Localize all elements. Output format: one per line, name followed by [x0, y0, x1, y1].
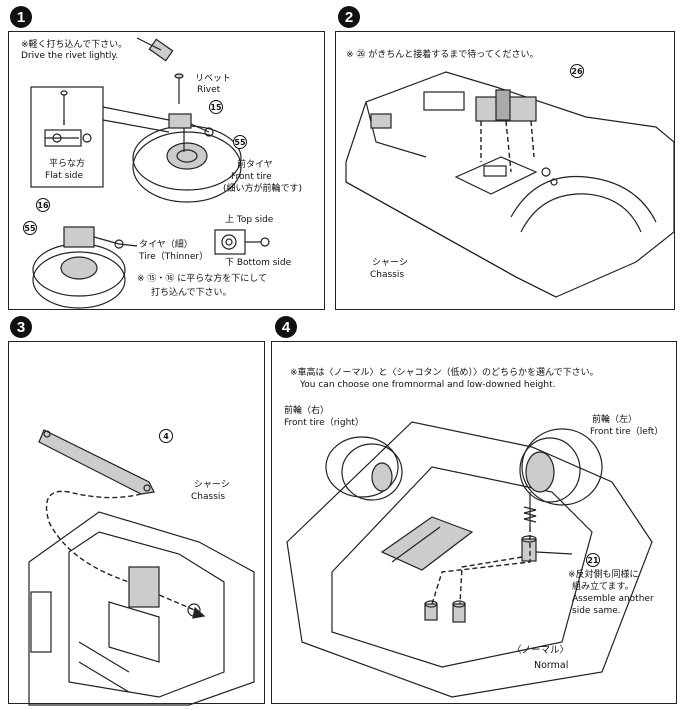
step-3-chassis-label-jp: シャーシ [194, 480, 230, 490]
step-4-note-en: You can choose one fromnormal and low-do… [300, 380, 556, 390]
flat-side-label-en: Flat side [45, 171, 84, 181]
assemble-note-en-2: side same. [572, 606, 621, 616]
step-4-panel: ※車高は〈ノーマル〉と〈シャコタン（低め）〉のどちらかを選んで下さい。 You … [271, 341, 677, 704]
front-tire-label-en: Front tire [231, 172, 272, 182]
part-21-marker: 21 [586, 553, 600, 567]
step-1-note-en: Drive the rivet lightly. [21, 51, 119, 61]
chassis-part-4-illustration [28, 429, 255, 706]
step-2-note-jp: ※ ㉖ がきちんと接着するまで待ってください。 [346, 50, 539, 60]
step-3-chassis-label-en: Chassis [191, 492, 226, 502]
step-1-panel: ※軽く打ち込んで下さい。 Drive the rivet lightly. リベ… [8, 31, 325, 310]
assemble-note-jp-2: 組み立てます。 [572, 582, 634, 592]
front-right-label-en: Front tire（right） [284, 418, 364, 428]
step-number-4: 4 [275, 316, 297, 338]
step-1-bottom-note-2: 打ち込んで下さい。 [151, 288, 232, 298]
normal-label-jp: 〈ノーマル〉 [512, 645, 570, 656]
step-number-2: 2 [338, 6, 360, 28]
step-number-1: 1 [10, 6, 32, 28]
tire-label-en: Tire（Thinner） [139, 252, 209, 262]
flat-side-label-jp: 平らな方 [49, 159, 86, 169]
front-right-label-jp: 前輪（右） [284, 406, 330, 416]
step-2-panel: ※ ㉖ がきちんと接着するまで待ってください。 26 シャーシ Chassis [335, 31, 675, 310]
front-wheel-height-illustration [286, 421, 653, 698]
part-4-marker: 4 [159, 429, 173, 443]
chassis-label-jp: シャーシ [372, 258, 408, 268]
tire-label-jp: タイヤ（細） [139, 240, 193, 250]
step-1-note-jp: ※軽く打ち込んで下さい。 [21, 40, 128, 50]
part-55-marker-rear: 55 [23, 221, 37, 235]
chassis-part-26-illustration [345, 71, 675, 298]
front-left-label-en: Front tire（left） [590, 427, 664, 437]
front-tire-note: (細い方が前輪です) [223, 184, 303, 194]
front-tire-label-jp: 前タイヤ [237, 160, 273, 170]
top-side-label: 上 Top side [225, 215, 274, 225]
part-16-marker: 16 [36, 198, 50, 212]
chassis-label-en: Chassis [370, 270, 405, 280]
rivet-label-jp: リベット [195, 74, 232, 84]
front-tire-rivet-illustration [30, 37, 270, 309]
bottom-side-label: 下 Bottom side [225, 258, 292, 268]
part-15-marker: 15 [209, 100, 223, 114]
part-55-marker-front: 55 [233, 135, 247, 149]
step-3-panel: 4 シャーシ Chassis [8, 341, 265, 706]
normal-label-en: Normal [534, 660, 569, 671]
assemble-note-en-1: Assemble another [572, 594, 654, 604]
assemble-note-jp-1: ※反対側も同様に [568, 570, 639, 580]
step-1-bottom-note-1: ※ ⑮・⑯ に平らな方を下にして [137, 274, 267, 284]
step-number-3: 3 [10, 316, 32, 338]
part-26-marker: 26 [570, 64, 584, 78]
front-left-label-jp: 前輪（左） [592, 415, 638, 425]
rivet-label-en: Rivet [197, 85, 221, 95]
step-4-note-jp: ※車高は〈ノーマル〉と〈シャコタン（低め）〉のどちらかを選んで下さい。 [290, 368, 599, 378]
